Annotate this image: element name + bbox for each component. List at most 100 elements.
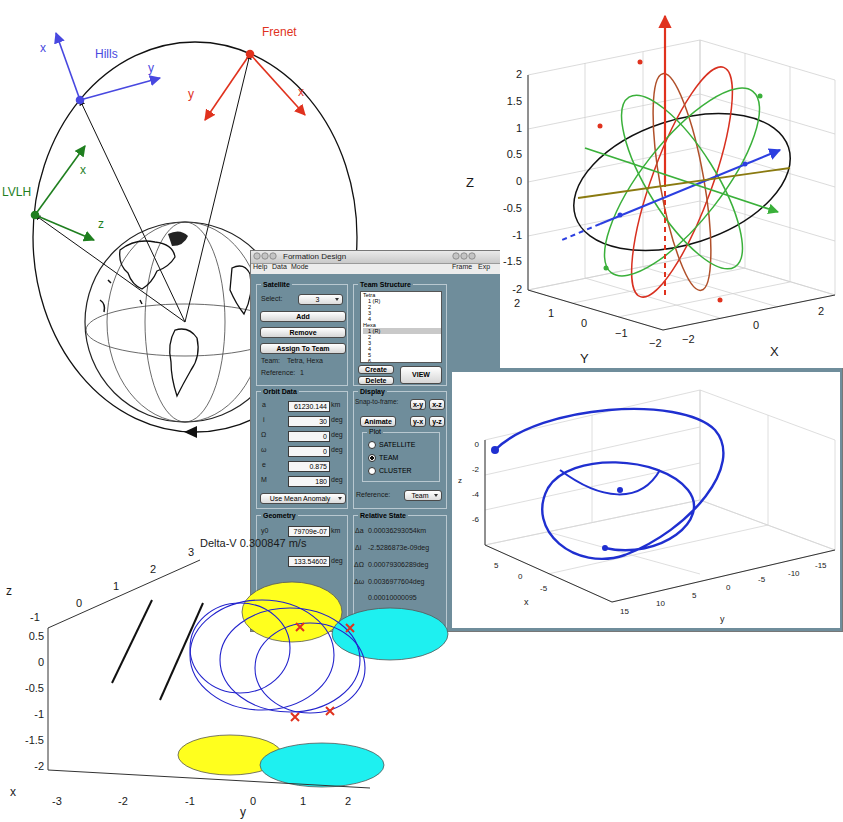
field-value: 0 bbox=[323, 448, 327, 456]
tick-label: 1 bbox=[516, 123, 522, 134]
tick-label: -1 bbox=[185, 796, 195, 807]
panel-title: Team Structure bbox=[358, 280, 413, 289]
field-value: 61230.144 bbox=[294, 403, 327, 411]
menu-value: 3 bbox=[316, 296, 320, 304]
axis-label: Z bbox=[466, 176, 474, 189]
list-item: 4 bbox=[363, 346, 441, 352]
axis-label: y bbox=[240, 806, 246, 818]
radio-label: SATELLITE bbox=[379, 441, 415, 449]
button-label: Animate bbox=[364, 418, 392, 426]
field-value: 0.875 bbox=[309, 463, 327, 471]
panel-group: Team StructureTetra1 (R)234Hexa1 (R)2345… bbox=[353, 284, 447, 386]
frame-name: Frenet bbox=[262, 26, 297, 38]
tick-label: 1 bbox=[113, 581, 119, 592]
push-button: VIEW bbox=[400, 366, 442, 384]
tick-label: 2 bbox=[345, 796, 351, 807]
menu-value: Team bbox=[411, 492, 428, 500]
panel-group: Geometry79709e-07133.54602 bbox=[256, 515, 348, 631]
tick-label: 3 bbox=[188, 547, 194, 558]
panel-title: Geometry bbox=[261, 511, 298, 520]
window-controls bbox=[254, 253, 475, 259]
push-button: x-z bbox=[429, 399, 445, 410]
axis-label: y bbox=[188, 88, 194, 100]
hills-frame bbox=[56, 33, 160, 104]
panel-title: Display bbox=[358, 387, 387, 396]
axis-label: x bbox=[80, 164, 86, 176]
radius-lines bbox=[35, 54, 250, 322]
list-item: 1 (R) bbox=[363, 328, 441, 334]
panel-group: Relative State bbox=[353, 515, 447, 631]
radio-group: PlotSATELLITETEAMCLUSTER bbox=[362, 432, 440, 482]
panel-title: Satellite bbox=[261, 280, 292, 289]
button-label: x-y bbox=[413, 401, 423, 409]
app-window: Formation DesignSatellite3AddRemoveAssig… bbox=[250, 250, 843, 632]
push-button: Delete bbox=[358, 376, 394, 385]
button-label: Delete bbox=[365, 377, 386, 385]
menu-value: Use Mean Anomaly bbox=[270, 495, 331, 503]
button-label: Add bbox=[296, 313, 310, 321]
field-value: 30 bbox=[319, 418, 327, 426]
axis-label: z bbox=[98, 218, 104, 230]
button-label: y-z bbox=[432, 418, 442, 426]
button-label: Remove bbox=[289, 329, 316, 337]
tick-label: 0 bbox=[516, 176, 522, 187]
tick-label: 0 bbox=[38, 657, 44, 668]
dropdown-menu: Team bbox=[404, 490, 442, 501]
push-button: x-y bbox=[410, 399, 426, 410]
text-field: 0 bbox=[288, 446, 330, 457]
axis-label: z bbox=[6, 585, 12, 597]
tick-label: -3 bbox=[52, 796, 62, 807]
panel-group: Displayx-yx-zAnimatey-xy-zPlotSATELLITET… bbox=[353, 391, 447, 509]
tick-label: 0.5 bbox=[29, 631, 44, 642]
tick-label: 1 bbox=[300, 796, 306, 807]
push-button: Create bbox=[358, 365, 394, 374]
list-item: 3 bbox=[363, 340, 441, 346]
list-item: 3 bbox=[363, 310, 441, 316]
tick-label: -2 bbox=[34, 761, 44, 772]
frame-axes-plot bbox=[500, 0, 843, 368]
field-value: 79709e-07 bbox=[294, 528, 327, 536]
text-field: 30 bbox=[288, 416, 330, 427]
text-field: 79709e-07 bbox=[288, 526, 330, 537]
frame-name: Hills bbox=[95, 48, 118, 60]
button-label: Create bbox=[365, 366, 387, 374]
radio-label: CLUSTER bbox=[379, 467, 412, 475]
text-field: 180 bbox=[288, 476, 330, 487]
panel-group: Satellite3AddRemoveAssign To Team bbox=[256, 284, 348, 386]
tick-label: -1 bbox=[512, 230, 522, 241]
frame-name: LVLH bbox=[2, 186, 31, 198]
tick-label: -2 bbox=[118, 796, 128, 807]
list-box: Tetra1 (R)234Hexa1 (R)23456 bbox=[360, 291, 442, 363]
axis-label: x bbox=[40, 42, 46, 54]
list-item: 5 bbox=[363, 352, 441, 358]
axis-label: x bbox=[10, 786, 16, 798]
dropdown-menu: 3 bbox=[298, 294, 343, 305]
tick-label: -1.5 bbox=[25, 735, 44, 746]
tick-label: 0 bbox=[76, 598, 82, 609]
text-field: 61230.144 bbox=[288, 401, 330, 412]
push-button: y-x bbox=[410, 416, 426, 427]
panel-title: Orbit Data bbox=[261, 387, 299, 396]
list-item: 4 bbox=[363, 316, 441, 322]
panel-title: Relative State bbox=[358, 511, 408, 520]
lvlh-frame bbox=[32, 146, 95, 240]
tick-label: 2 bbox=[150, 564, 156, 575]
text-field: 0.875 bbox=[288, 461, 330, 472]
field-value: 0 bbox=[323, 433, 327, 441]
axis-label: x bbox=[298, 86, 304, 98]
list-item: 1 (R) bbox=[363, 298, 441, 304]
push-button: Remove bbox=[260, 327, 346, 338]
list-item: 2 bbox=[363, 304, 441, 310]
button-label: Assign To Team bbox=[276, 345, 329, 353]
button-label: VIEW bbox=[412, 371, 430, 379]
tick-label: -1 bbox=[30, 612, 40, 623]
field-value: 133.54602 bbox=[294, 558, 327, 566]
list-item: Tetra bbox=[363, 292, 441, 298]
push-button: Assign To Team bbox=[260, 343, 346, 354]
delta-v-plot bbox=[48, 560, 448, 788]
panel-group: Orbit Data61230.14430000.875180Use Mean … bbox=[256, 391, 348, 509]
tick-label: -0.5 bbox=[25, 683, 44, 694]
button-label: y-x bbox=[413, 418, 423, 426]
tick-label: 0 bbox=[250, 796, 256, 807]
